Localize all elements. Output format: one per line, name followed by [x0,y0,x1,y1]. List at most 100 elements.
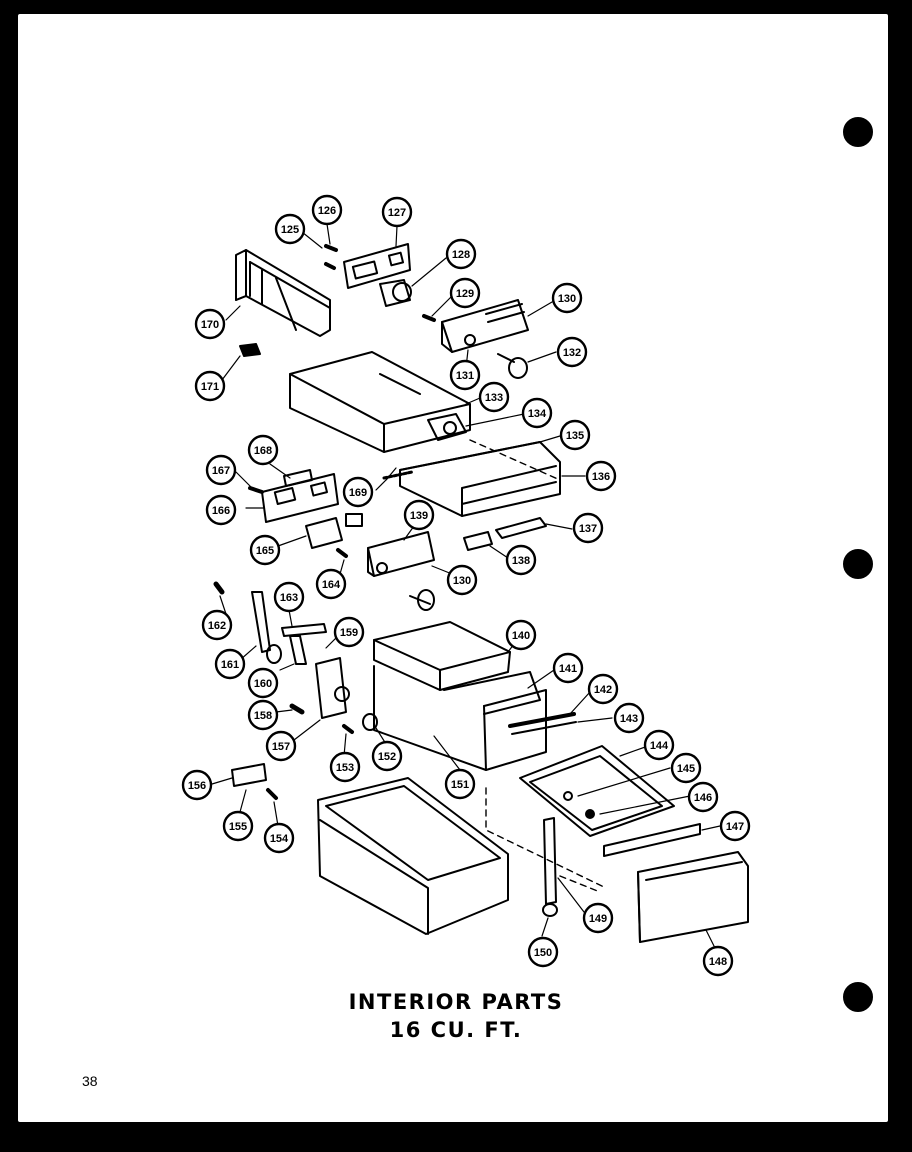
callout-162: 162 [201,609,233,641]
callout-circle [371,740,403,772]
callout-label: 154 [270,833,289,845]
title-line-2: 16 CU. FT. [389,1018,523,1042]
callout-label: 140 [512,630,530,642]
callout-165: 165 [249,534,281,566]
callout-circle [449,277,481,309]
part-163-160-switch [281,623,327,665]
callout-label: 135 [566,430,584,442]
callout-circle [247,667,279,699]
callout-circle [505,544,537,576]
callout-label: 156 [188,780,206,792]
callout-label: 141 [559,663,577,675]
part-166-168-plate [261,469,339,523]
callout-label: 150 [534,947,552,959]
callout-circle [274,213,306,245]
callout-130a: 130 [551,282,583,314]
callout-label: 163 [280,592,298,604]
callout-126: 126 [311,194,343,226]
callout-circle [329,751,361,783]
callout-150: 150 [527,936,559,968]
callout-circle [585,460,617,492]
callout-151: 151 [444,768,476,800]
callout-circle [719,810,751,842]
callout-circle [194,308,226,340]
callout-168: 168 [247,434,279,466]
callout-circle [572,512,604,544]
part-148-front-cover [637,851,749,943]
callout-circle [247,434,279,466]
part-164-screw [336,548,348,558]
part-128-knob [379,279,412,307]
callout-label: 136 [592,471,610,483]
part-134-thermostat [427,413,467,441]
callout-label: 126 [318,205,336,217]
part-161-rod [251,591,282,664]
callout-152: 152 [371,740,403,772]
callout-circle [552,652,584,684]
callout-label: 134 [528,408,547,420]
leader-lines [211,223,721,947]
part-133-housing [289,351,471,453]
callout-166: 166 [205,494,237,526]
callout-circle [670,752,702,784]
part-145-screw [563,791,573,801]
callout-128: 128 [445,238,477,270]
callout-label: 149 [589,913,607,925]
alignment-lines [469,439,607,893]
callout-circle [403,499,435,531]
callout-142: 142 [587,673,619,705]
part-137-138-assembly [463,517,547,551]
callout-circle [449,359,481,391]
callout-circle [582,902,614,934]
callout-155: 155 [222,810,254,842]
callout-circle [551,282,583,314]
callout-label: 145 [677,763,695,775]
callout-139: 139 [403,499,435,531]
part-141-drawer [373,665,547,771]
callout-149: 149 [582,902,614,934]
callout-130b: 130 [446,564,478,596]
callout-125: 125 [274,213,306,245]
callout-circle [687,781,719,813]
callout-159: 159 [333,616,365,648]
part-151-crisper-pan [317,777,509,935]
callout-141: 141 [552,652,584,684]
callout-161: 161 [214,648,246,680]
callout-circle [643,729,675,761]
page-number: 38 [82,1073,98,1089]
callout-circle [446,564,478,596]
callout-140: 140 [505,619,537,651]
callout-label: 130 [558,293,576,305]
callout-label: 167 [212,465,230,477]
callout-167: 167 [205,454,237,486]
callout-circle [521,397,553,429]
part-142-strip [508,712,576,728]
part-170-bracket [235,249,331,337]
callout-label: 128 [452,249,470,261]
callout-156: 156 [181,769,213,801]
part-162-screw [213,581,225,595]
callout-158: 158 [247,699,279,731]
callout-label: 151 [451,779,469,791]
part-153-screw [342,724,354,734]
callout-153: 153 [329,751,361,783]
callout-label: 133 [485,392,503,404]
callout-146: 146 [687,781,719,813]
part-157-bracket [315,657,350,719]
callout-circle [527,936,559,968]
callout-144: 144 [643,729,675,761]
callout-label: 146 [694,792,712,804]
part-146-screw [585,809,595,819]
callout-circle [247,699,279,731]
callout-170: 170 [194,308,226,340]
part-149-tube [543,817,557,905]
part-143-trim [511,721,577,735]
callout-circle [613,702,645,734]
callout-label: 144 [650,740,669,752]
part-171-clip [239,343,261,357]
part-130-control-bracket [441,299,529,353]
callout-circle [201,609,233,641]
callout-169: 169 [342,476,374,508]
callout-circle [587,673,619,705]
